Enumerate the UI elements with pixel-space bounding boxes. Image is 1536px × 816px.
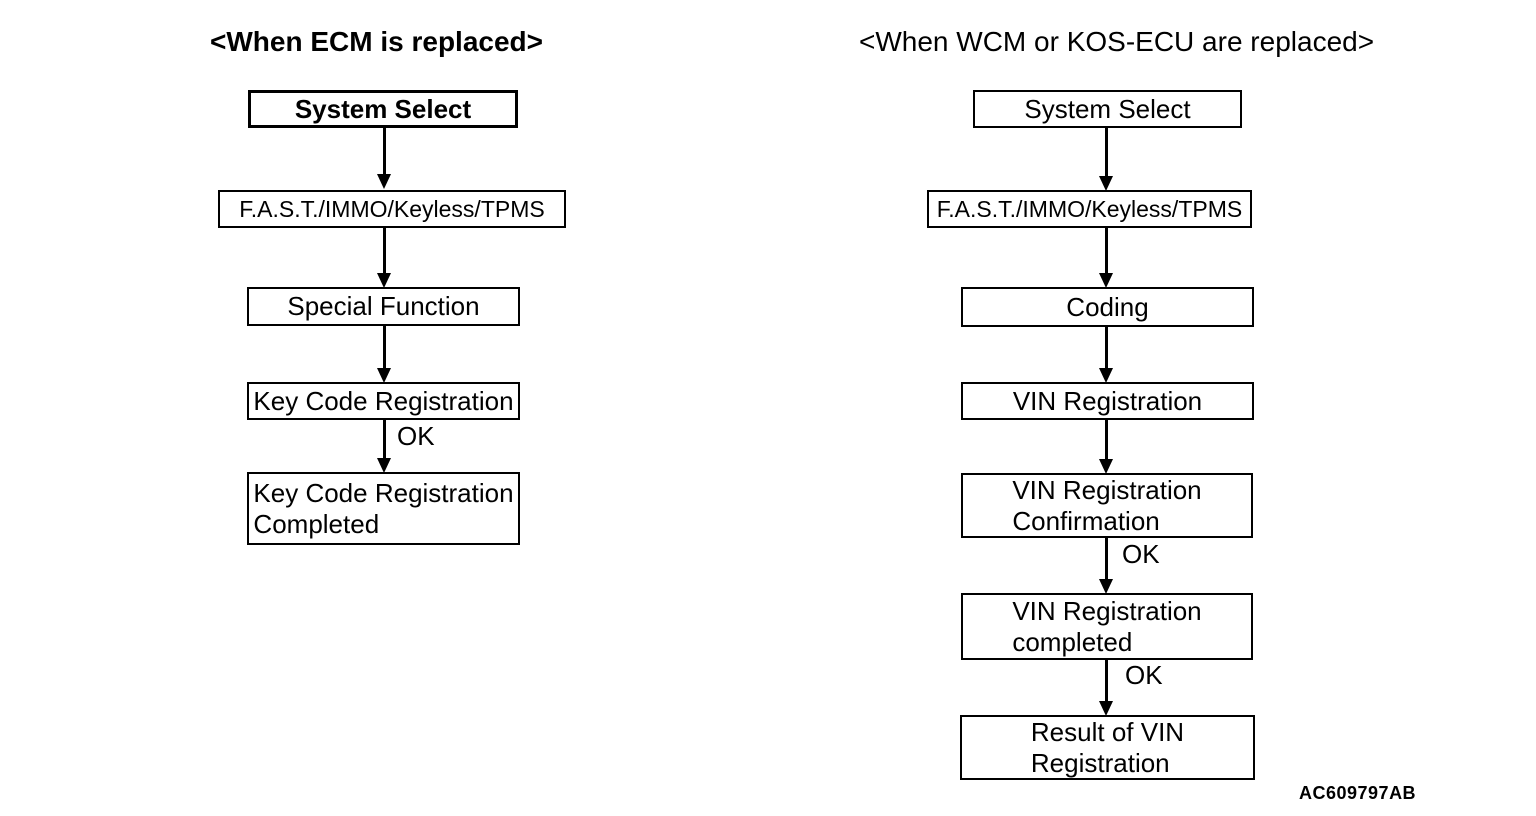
- left-node-fast-immo-keyless-tpms-label: F.A.S.T./IMMO/Keyless/TPMS: [239, 195, 545, 222]
- right-node-coding-label: Coding: [1066, 291, 1149, 322]
- right-node-vin-registration-completed-label: VIN Registration completed: [1012, 595, 1202, 657]
- left-node-special-function: Special Function: [247, 287, 520, 326]
- figure-code: AC609797AB: [1299, 783, 1417, 803]
- left-arrow-down-icon-1: [377, 127, 391, 189]
- left-arrow-down-icon-4: [377, 420, 391, 473]
- right-node-coding: Coding: [961, 287, 1254, 327]
- left-node-key-code-registration-completed: Key Code Registration Completed: [247, 472, 520, 545]
- arrow-head: [377, 368, 391, 383]
- arrow-head: [1099, 579, 1113, 594]
- right-node-vin-registration-label: VIN Registration: [1012, 385, 1203, 416]
- left-node-key-code-registration: Key Code Registration: [247, 382, 520, 420]
- right-node-result-of-vin-registration-label: Result of VIN Registration: [1030, 716, 1185, 778]
- arrow-line: [1104, 659, 1108, 704]
- arrow-head: [377, 273, 391, 288]
- left-node-system-select-label: System Select: [294, 93, 472, 124]
- right-node-system-select: System Select: [973, 90, 1242, 128]
- arrow-head: [377, 174, 391, 189]
- arrow-line: [1104, 228, 1108, 276]
- right-node-fast-immo-keyless-tpms: F.A.S.T./IMMO/Keyless/TPMS: [927, 190, 1252, 228]
- arrow-head: [1099, 273, 1113, 288]
- right-arrow-down-icon-2: [1099, 228, 1113, 288]
- left-node-fast-immo-keyless-tpms: F.A.S.T./IMMO/Keyless/TPMS: [218, 190, 566, 228]
- left-arrow-down-icon-3: [377, 325, 391, 383]
- right-arrow-down-icon-5: [1099, 538, 1113, 594]
- right-arrow-down-icon-6: [1099, 659, 1113, 716]
- right-node-system-select-label: System Select: [1024, 93, 1191, 124]
- left-node-system-select: System Select: [248, 90, 518, 128]
- arrow-line: [1104, 538, 1108, 582]
- right-node-vin-registration-confirmation-label: VIN Registration Confirmation: [1012, 474, 1202, 536]
- left-node-special-function-label: Special Function: [287, 291, 480, 321]
- arrow-line: [382, 420, 386, 461]
- left-node-key-code-registration-completed-label: Key Code Registration Completed: [253, 477, 514, 539]
- arrow-line: [382, 325, 386, 371]
- right-node-vin-registration: VIN Registration: [961, 382, 1254, 420]
- arrow-line: [382, 127, 386, 177]
- left-flow-title: <When ECM is replaced>: [210, 26, 543, 57]
- right-node-vin-registration-confirmation: VIN Registration Confirmation: [961, 473, 1253, 538]
- arrow-head: [1099, 176, 1113, 191]
- arrow-line: [1104, 326, 1108, 371]
- left-node-key-code-registration-label: Key Code Registration: [253, 385, 514, 416]
- arrow-head: [1099, 701, 1113, 716]
- arrow-line: [382, 228, 386, 276]
- right-node-result-of-vin-registration: Result of VIN Registration: [960, 715, 1255, 780]
- right-arrow-down-icon-1: [1099, 127, 1113, 191]
- right-ok-edge-label-2: OK: [1125, 660, 1163, 690]
- arrow-line: [1104, 127, 1108, 179]
- left-arrow-down-icon-2: [377, 228, 391, 288]
- left-ok-edge-label: OK: [397, 421, 435, 451]
- arrow-line: [1104, 420, 1108, 462]
- right-flow-title: <When WCM or KOS-ECU are replaced>: [859, 26, 1375, 57]
- arrow-head: [1099, 368, 1113, 383]
- arrow-head: [377, 458, 391, 473]
- right-ok-edge-label-1: OK: [1122, 539, 1160, 569]
- arrow-head: [1099, 459, 1113, 474]
- right-arrow-down-icon-4: [1099, 420, 1113, 474]
- right-node-fast-immo-keyless-tpms-label: F.A.S.T./IMMO/Keyless/TPMS: [936, 195, 1243, 222]
- right-arrow-down-icon-3: [1099, 326, 1113, 383]
- right-node-vin-registration-completed: VIN Registration completed: [961, 593, 1253, 660]
